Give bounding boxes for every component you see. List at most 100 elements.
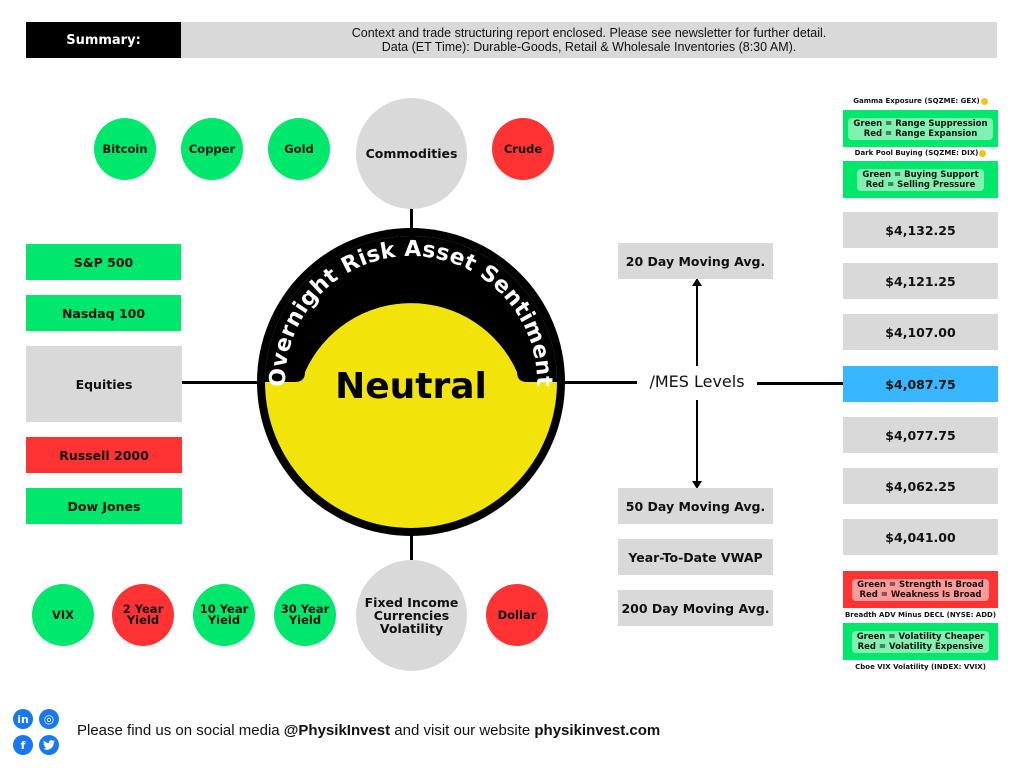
vvix-title: Cboe VIX Volatility (INDEX: VVIX) (843, 663, 998, 671)
commodity-label: Crude (503, 141, 543, 156)
category-label: Volatility (379, 621, 444, 636)
emoji-icon (979, 149, 987, 157)
gex-title: Gamma Exposure (SQZME: GEX) (843, 97, 998, 105)
legend-line: Red = Volatility Expensive (857, 641, 984, 652)
commodity-crude: Crude (492, 118, 554, 180)
mes-level: $4,107.00 (843, 314, 998, 350)
connector-fixed-income (410, 535, 413, 560)
fi-label: Dollar (497, 607, 537, 622)
dix-legend: Green = Buying Support Red = Selling Pre… (857, 168, 984, 191)
mes-below-ytd-vwap: Year-To-Date VWAP (618, 539, 773, 575)
equity-label: S&P 500 (73, 254, 134, 270)
category-label: Commodities (365, 146, 458, 161)
summary-line-1: Context and trade structuring report enc… (351, 26, 827, 40)
footer-text-mid: and visit our website (390, 722, 535, 739)
facebook-icon[interactable]: f (13, 735, 33, 755)
mes-above-20day: 20 Day Moving Avg. (618, 243, 773, 279)
legend-line: Green = Strength Is Broad (857, 579, 984, 590)
mes-level: $4,041.00 (843, 519, 998, 555)
legend-line: Green = Range Suppression (853, 118, 988, 129)
social-handle-link[interactable]: @PhysikInvest (283, 722, 391, 739)
arrow-up-icon (692, 278, 702, 366)
dix-title: Dark Pool Buying (SQZME: DIX) (843, 149, 998, 157)
level-value: $4,062.25 (885, 478, 956, 494)
gex-panel: Green = Range Suppression Red = Range Ex… (843, 110, 998, 147)
equity-nasdaq100: Nasdaq 100 (26, 295, 181, 331)
mes-level: $4,077.75 (843, 417, 998, 453)
mes-ref-label: 50 Day Moving Avg. (625, 498, 766, 514)
facebook-glyph: f (20, 738, 26, 752)
linkedin-glyph: in (17, 712, 29, 726)
instagram-icon[interactable]: ◎ (39, 709, 59, 729)
fi-dollar: Dollar (486, 584, 548, 646)
commodity-label: Bitcoin (102, 141, 148, 156)
mes-level: $4,121.25 (843, 263, 998, 299)
fi-label: Yield (126, 613, 160, 627)
category-commodities: Commodities (356, 98, 467, 209)
level-value: $4,087.75 (885, 376, 956, 392)
summary-label: Summary: (26, 22, 181, 58)
mes-ref-label: Year-To-Date VWAP (628, 549, 763, 565)
level-value: $4,077.75 (885, 427, 956, 443)
add-panel: Green = Strength Is Broad Red = Weakness… (843, 571, 998, 608)
level-value: $4,121.25 (885, 273, 956, 289)
fi-label: Yield (288, 613, 322, 627)
arrow-down-icon (692, 400, 702, 489)
fi-label: 10 Year (199, 602, 249, 616)
mes-level-current: $4,087.75 (843, 366, 998, 402)
twitter-bird-icon (43, 740, 55, 750)
connector-mes-right (757, 382, 843, 385)
website-link[interactable]: physikinvest.com (534, 722, 661, 739)
emoji-icon (980, 97, 988, 105)
add-title: Breadth ADV Minus DECL (NYSE: ADD) (843, 611, 998, 619)
commodity-copper: Copper (181, 118, 243, 180)
footer-text-pre: Please find us on social media (77, 722, 284, 739)
add-legend: Green = Strength Is Broad Red = Weakness… (852, 578, 989, 601)
equity-sp500: S&P 500 (26, 244, 181, 280)
mes-level: $4,062.25 (843, 468, 998, 504)
equity-russell2000: Russell 2000 (26, 437, 182, 473)
sentiment-value: Neutral (335, 366, 487, 407)
mes-ref-label: 20 Day Moving Avg. (625, 253, 766, 269)
fi-label: VIX (51, 607, 75, 622)
twitter-icon[interactable] (39, 735, 59, 755)
mes-below-200day: 200 Day Moving Avg. (618, 590, 773, 626)
level-value: $4,041.00 (885, 529, 956, 545)
connector-mes-left (555, 381, 637, 384)
add-title-text: Breadth ADV Minus DECL (NYSE: ADD) (844, 611, 997, 619)
sentiment-gauge: Overnight Risk Asset Sentiment Neutral (257, 228, 565, 536)
vvix-title-text: Cboe VIX Volatility (INDEX: VVIX) (855, 663, 986, 671)
legend-line: Red = Selling Pressure (865, 179, 976, 190)
connector-commodities (410, 208, 413, 240)
fi-vix: VIX (32, 584, 94, 646)
fi-label: Yield (207, 613, 241, 627)
mes-ref-label: 200 Day Moving Avg. (621, 600, 770, 616)
legend-line: Red = Range Expansion (863, 128, 978, 139)
legend-line: Red = Weakness Is Broad (859, 589, 982, 600)
gex-title-text: Gamma Exposure (SQZME: GEX) (853, 97, 980, 105)
equity-label: Nasdaq 100 (61, 305, 146, 321)
equity-label: Dow Jones (67, 498, 141, 514)
commodity-label: Gold (284, 141, 314, 156)
fi-label: 2 Year (122, 602, 164, 616)
commodity-label: Copper (188, 141, 236, 156)
linkedin-icon[interactable]: in (13, 709, 33, 729)
summary-line-2: Data (ET Time): Durable-Goods, Retail & … (381, 40, 797, 54)
dix-title-text: Dark Pool Buying (SQZME: DIX) (854, 149, 979, 157)
equity-label: Russell 2000 (59, 447, 149, 463)
category-label: Currencies (373, 608, 450, 623)
connector-equities (182, 381, 262, 384)
mes-levels-label: /MES Levels (649, 372, 745, 391)
legend-line: Green = Buying Support (862, 169, 979, 180)
commodity-gold: Gold (268, 118, 330, 180)
dix-panel: Green = Buying Support Red = Selling Pre… (843, 161, 998, 198)
category-label: Fixed Income (364, 595, 459, 610)
fi-label: 30 Year (280, 602, 330, 616)
category-fixed-income: Fixed Income Currencies Volatility (356, 560, 467, 671)
vvix-legend: Green = Volatility Cheaper Red = Volatil… (851, 630, 990, 653)
category-label: Equities (75, 376, 133, 392)
equity-dowjones: Dow Jones (26, 488, 182, 524)
commodity-bitcoin: Bitcoin (94, 118, 156, 180)
